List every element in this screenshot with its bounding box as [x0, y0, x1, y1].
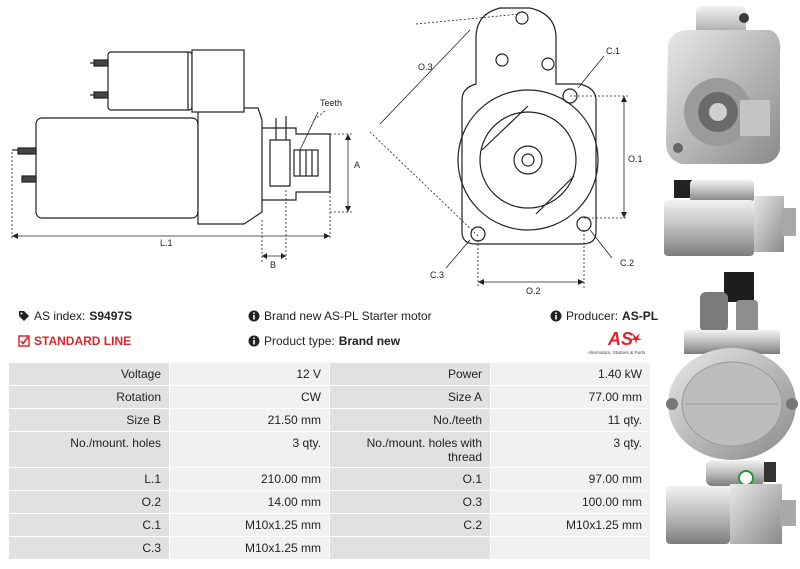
photo-side-view-2	[666, 460, 796, 544]
photo-rear-view	[666, 272, 798, 460]
spec-value: 77.00 mm	[490, 385, 651, 409]
spec-value	[490, 536, 651, 560]
label-c3: C.3	[430, 270, 444, 280]
flange	[461, 7, 597, 245]
producer-row: Producer: AS-PL	[550, 309, 658, 323]
info-icon	[248, 335, 260, 347]
tag-icon	[19, 311, 29, 321]
table-row: Voltage 12 V Power 1.40 kW	[8, 362, 651, 386]
specifications-table: Voltage 12 V Power 1.40 kW Rotation CW S…	[8, 362, 651, 560]
spec-label: C.2	[329, 513, 491, 537]
spec-label: C.3	[8, 536, 170, 560]
producer-value: AS-PL	[622, 309, 659, 323]
spec-value: 12 V	[169, 362, 330, 386]
spec-value: 210.00 mm	[169, 467, 330, 491]
spec-label: Power	[329, 362, 491, 386]
spec-value: 21.50 mm	[169, 408, 330, 432]
spec-value: M10x1.25 mm	[490, 513, 651, 537]
table-row: L.1 210.00 mm O.1 97.00 mm	[8, 467, 651, 491]
description-row: Brand new AS-PL Starter motor	[248, 309, 432, 323]
spec-label: Voltage	[8, 362, 170, 386]
label-c1: C.1	[606, 46, 620, 56]
label-o2: O.2	[526, 286, 541, 296]
spec-label: O.3	[329, 490, 491, 514]
spec-label: No./teeth	[329, 408, 491, 432]
spec-value: 1.40 kW	[490, 362, 651, 386]
table-row: Size B 21.50 mm No./teeth 11 qty.	[8, 408, 651, 432]
product-type-label: Product type:	[264, 334, 335, 348]
label-c2: C.2	[620, 258, 634, 268]
product-type-row: Product type: Brand new	[248, 334, 400, 348]
photo-side-view	[664, 180, 796, 256]
table-row: C.3 M10x1.25 mm	[8, 536, 651, 560]
line-row: STANDARD LINE	[18, 334, 131, 348]
spec-label: O.2	[8, 490, 170, 514]
info-icon	[550, 310, 562, 322]
spec-value: CW	[169, 385, 330, 409]
spec-label: L.1	[8, 467, 170, 491]
technical-drawing: Teeth A B L.1 O.3 C.1 O.1 C.3 C.2 O.2	[11, 7, 643, 296]
product-photos	[664, 6, 798, 544]
label-a: A	[354, 160, 360, 170]
table-row: C.1 M10x1.25 mm C.2 M10x1.25 mm	[8, 513, 651, 537]
spec-label	[329, 536, 491, 560]
motor-body	[35, 117, 199, 219]
spec-label: Size A	[329, 385, 491, 409]
logo-tagline: Alternators, Starters & Parts	[588, 350, 646, 355]
spec-value: 100.00 mm	[490, 490, 651, 514]
as-index-label: AS index:	[34, 309, 86, 323]
spec-value: 14.00 mm	[169, 490, 330, 514]
photo-front-view	[666, 6, 781, 164]
logo-text: AS	[607, 329, 633, 349]
checkbox-checked-icon	[18, 335, 30, 347]
info-icon	[248, 310, 260, 322]
label-o3: O.3	[418, 62, 433, 72]
spec-value: M10x1.25 mm	[169, 513, 330, 537]
spec-label: Rotation	[8, 385, 170, 409]
spec-label: C.1	[8, 513, 170, 537]
label-l1: L.1	[160, 238, 173, 248]
label-teeth: Teeth	[320, 98, 342, 108]
table-row: O.2 14.00 mm O.3 100.00 mm	[8, 490, 651, 514]
label-o1: O.1	[628, 154, 643, 164]
standard-line-label: STANDARD LINE	[34, 334, 132, 348]
solenoid	[107, 51, 193, 111]
table-row: No./mount. holes 3 qty. No./mount. holes…	[8, 431, 651, 468]
spec-value: 3 qty.	[490, 431, 651, 468]
spec-label: O.1	[329, 467, 491, 491]
as-pl-logo: AS Alternators, Starters & Parts	[588, 329, 646, 355]
as-index-row: AS index: S9497S	[18, 309, 132, 323]
spec-value: 11 qty.	[490, 408, 651, 432]
as-index-value: S9497S	[89, 309, 133, 323]
label-b: B	[270, 260, 276, 270]
table-row: Rotation CW Size A 77.00 mm	[8, 385, 651, 409]
product-type-value: Brand new	[338, 334, 401, 348]
spec-value: 3 qty.	[169, 431, 330, 468]
producer-label: Producer:	[566, 309, 619, 323]
spec-label: No./mount. holes with thread	[329, 431, 491, 468]
description-text: Brand new AS-PL Starter motor	[264, 309, 432, 323]
spec-label: Size B	[8, 408, 170, 432]
spec-value: 97.00 mm	[490, 467, 651, 491]
spec-label: No./mount. holes	[8, 431, 170, 468]
spec-value: M10x1.25 mm	[169, 536, 330, 560]
drive-housing	[197, 107, 263, 225]
